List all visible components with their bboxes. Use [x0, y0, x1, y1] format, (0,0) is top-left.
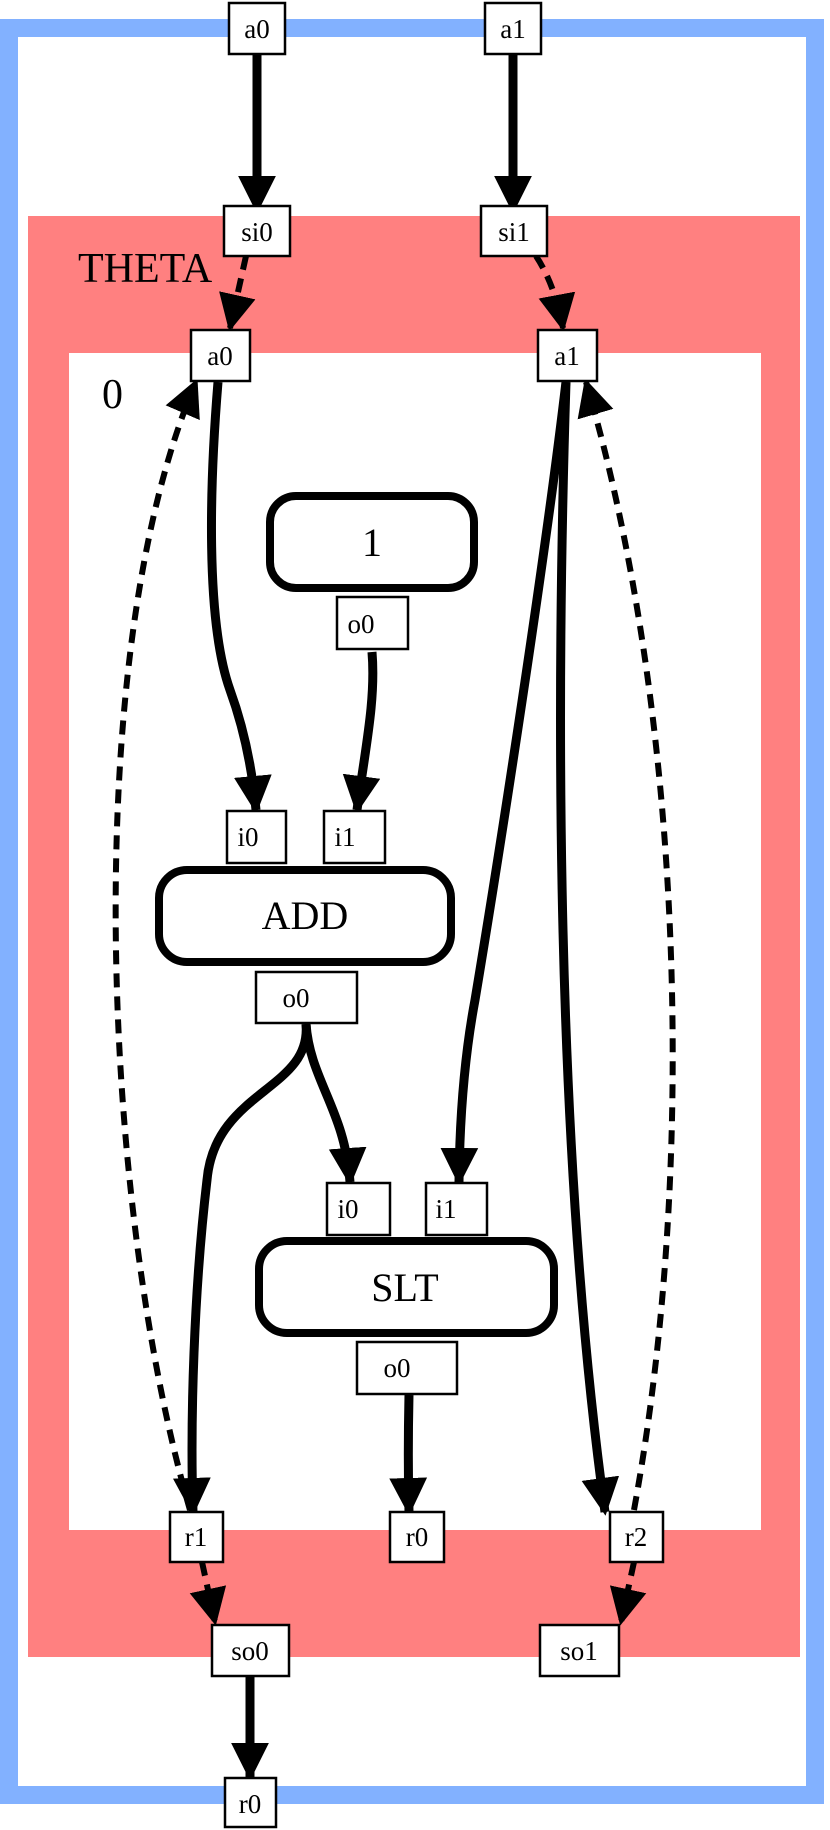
svg-text:so0: so0: [231, 1636, 269, 1666]
svg-text:o0: o0: [384, 1353, 411, 1383]
edge-si0-a0: [219, 255, 256, 332]
edge-add-r1: [173, 1023, 311, 1516]
region-argument-a0: a0: [189, 328, 252, 383]
region-argument-a1: a1: [536, 328, 599, 383]
svg-text:r2: r2: [625, 1522, 648, 1552]
edge-r1-so0: [189, 1561, 227, 1626]
node-const-output-o0: o0: [335, 595, 410, 651]
theta-input-si0: si0: [222, 204, 292, 258]
outer-region: [0, 19, 824, 1804]
svg-text:a1: a1: [554, 341, 579, 371]
edge-r2-a1: [577, 378, 676, 1511]
svg-text:i0: i0: [337, 1194, 358, 1224]
svg-text:a1: a1: [500, 14, 525, 44]
svg-text:si1: si1: [498, 217, 530, 247]
svg-text:i1: i1: [334, 822, 355, 852]
svg-text:r0: r0: [239, 1789, 262, 1819]
outer-output-r0: r0: [223, 1776, 278, 1829]
theta-input-si1: si1: [479, 204, 549, 258]
edge-a1-r2: [556, 381, 620, 1516]
edge-slt-r0: [389, 1394, 428, 1516]
edges: [112, 54, 676, 1781]
edge-si1-a1: [533, 254, 576, 332]
region-result-r1: r1: [168, 1510, 225, 1564]
node-add-output-o0: o0: [254, 970, 359, 1025]
theta-output-so0: so0: [210, 1623, 291, 1678]
edge-r1-a0: [112, 378, 200, 1511]
svg-text:i0: i0: [237, 822, 258, 852]
edge-r2-so1: [609, 1561, 647, 1626]
svg-text:SLT: SLT: [371, 1265, 438, 1310]
outer-input-a0: a0: [227, 1, 287, 56]
node-const-1: 1: [266, 492, 478, 592]
svg-text:a0: a0: [244, 14, 269, 44]
node-slt: SLT: [255, 1237, 558, 1337]
svg-text:1: 1: [362, 520, 382, 565]
svg-text:a0: a0: [207, 341, 232, 371]
outer-input-a1: a1: [483, 1, 543, 56]
svg-text:so1: so1: [560, 1636, 598, 1666]
node-slt-input-i0: i0: [325, 1181, 392, 1237]
svg-text:o0: o0: [348, 609, 375, 639]
region-label: 0: [102, 372, 123, 418]
theta-label: THETA: [78, 246, 213, 292]
svg-text:i1: i1: [435, 1194, 456, 1224]
svg-text:o0: o0: [283, 983, 310, 1013]
svg-text:r0: r0: [406, 1522, 429, 1552]
node-slt-input-i1: i1: [424, 1181, 489, 1237]
node-add-input-i1: i1: [322, 809, 387, 865]
svg-text:r1: r1: [185, 1522, 208, 1552]
node-add-input-i0: i0: [225, 809, 288, 865]
edge-const-add-i1: [342, 651, 381, 814]
edge-a1-slt-i1: [440, 381, 571, 1186]
theta-output-so1: so1: [538, 1623, 621, 1678]
node-slt-output-o0: o0: [355, 1340, 459, 1396]
region-result-r0: r0: [388, 1510, 446, 1564]
region-result-r2: r2: [608, 1510, 665, 1564]
edge-a0-add-i0: [206, 381, 272, 814]
node-add: ADD: [155, 866, 455, 966]
svg-text:si0: si0: [241, 217, 273, 247]
svg-text:ADD: ADD: [262, 893, 349, 938]
